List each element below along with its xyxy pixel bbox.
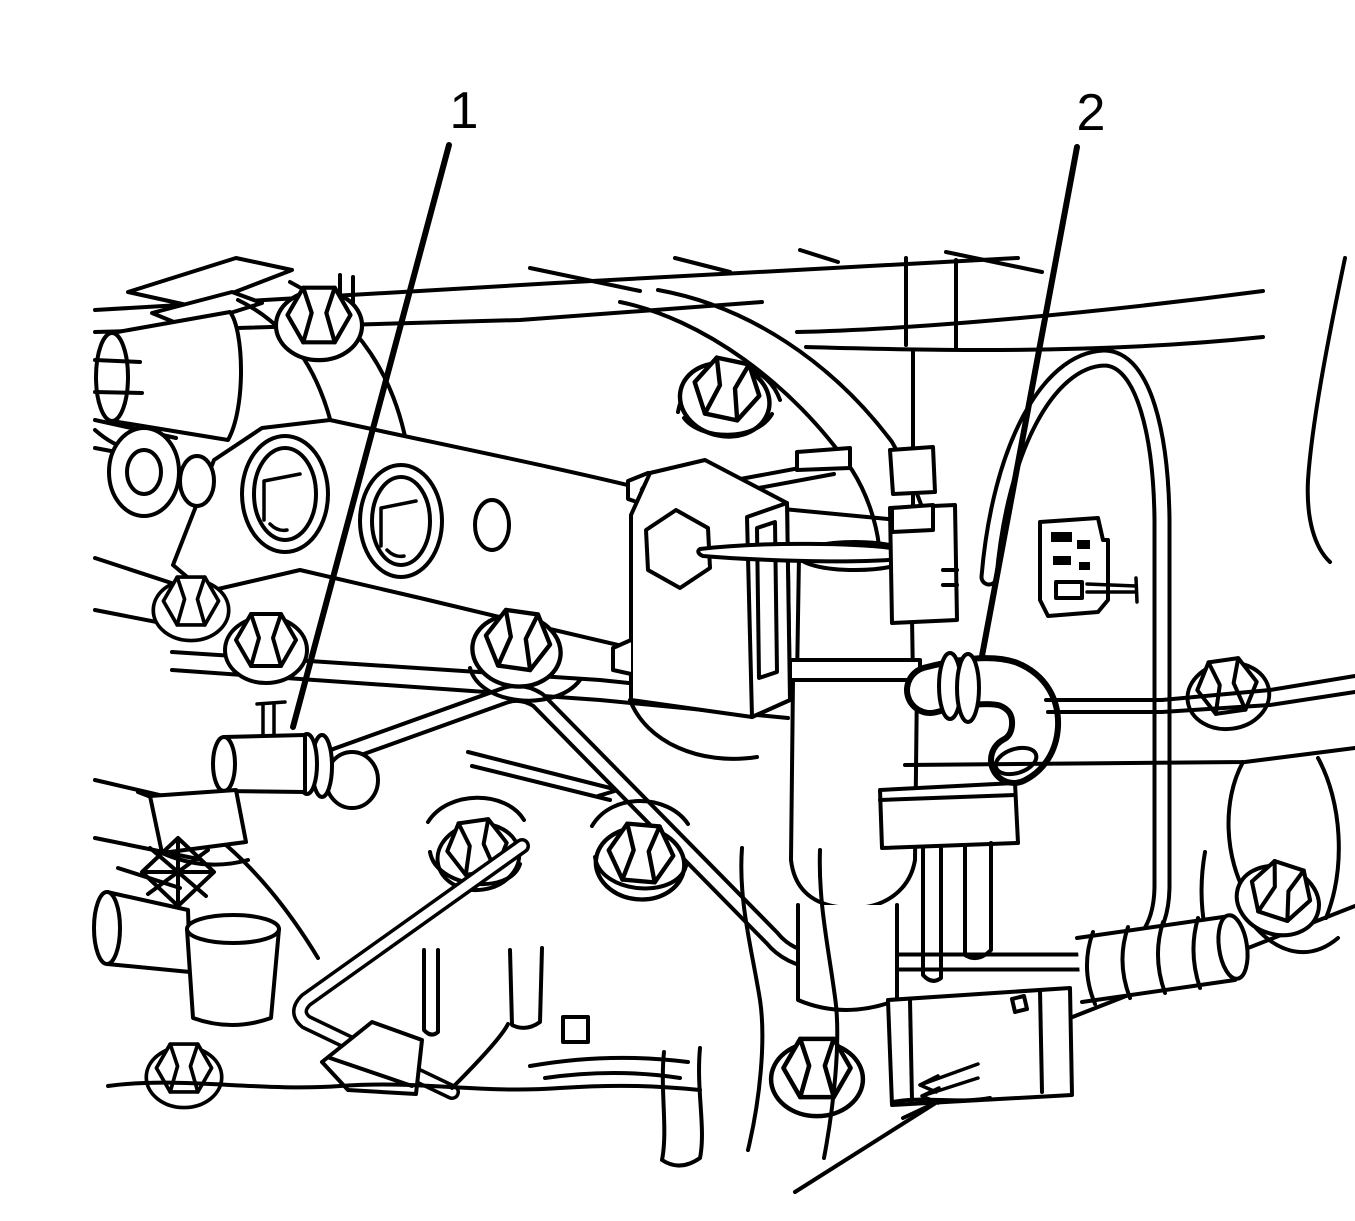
pipe-quick-connect-fitting (148, 700, 380, 867)
lower-right-engine-parts (739, 846, 1250, 1160)
callout-1-leader-line (290, 142, 452, 730)
fuel-rail-edges (903, 674, 1355, 767)
sensor-mounting-bracket (611, 458, 792, 761)
hose-elbow-fitting (904, 651, 1062, 786)
callout-2-leader-line (979, 144, 1080, 659)
callout-1: 1 (290, 82, 479, 730)
hex-bolts (144, 288, 1329, 1116)
manifold-bracket (107, 418, 762, 670)
callout-1-number: 1 (450, 82, 479, 140)
fuel-pipe (326, 348, 1172, 972)
callout-2: 2 (979, 84, 1106, 659)
engine-mount-housing (93, 256, 410, 562)
lower-left-engine-parts (92, 836, 704, 1168)
electrical-connector (888, 503, 1139, 625)
callout-2-number: 2 (1077, 84, 1106, 142)
valve-lower-bracket-block (878, 781, 1074, 1107)
